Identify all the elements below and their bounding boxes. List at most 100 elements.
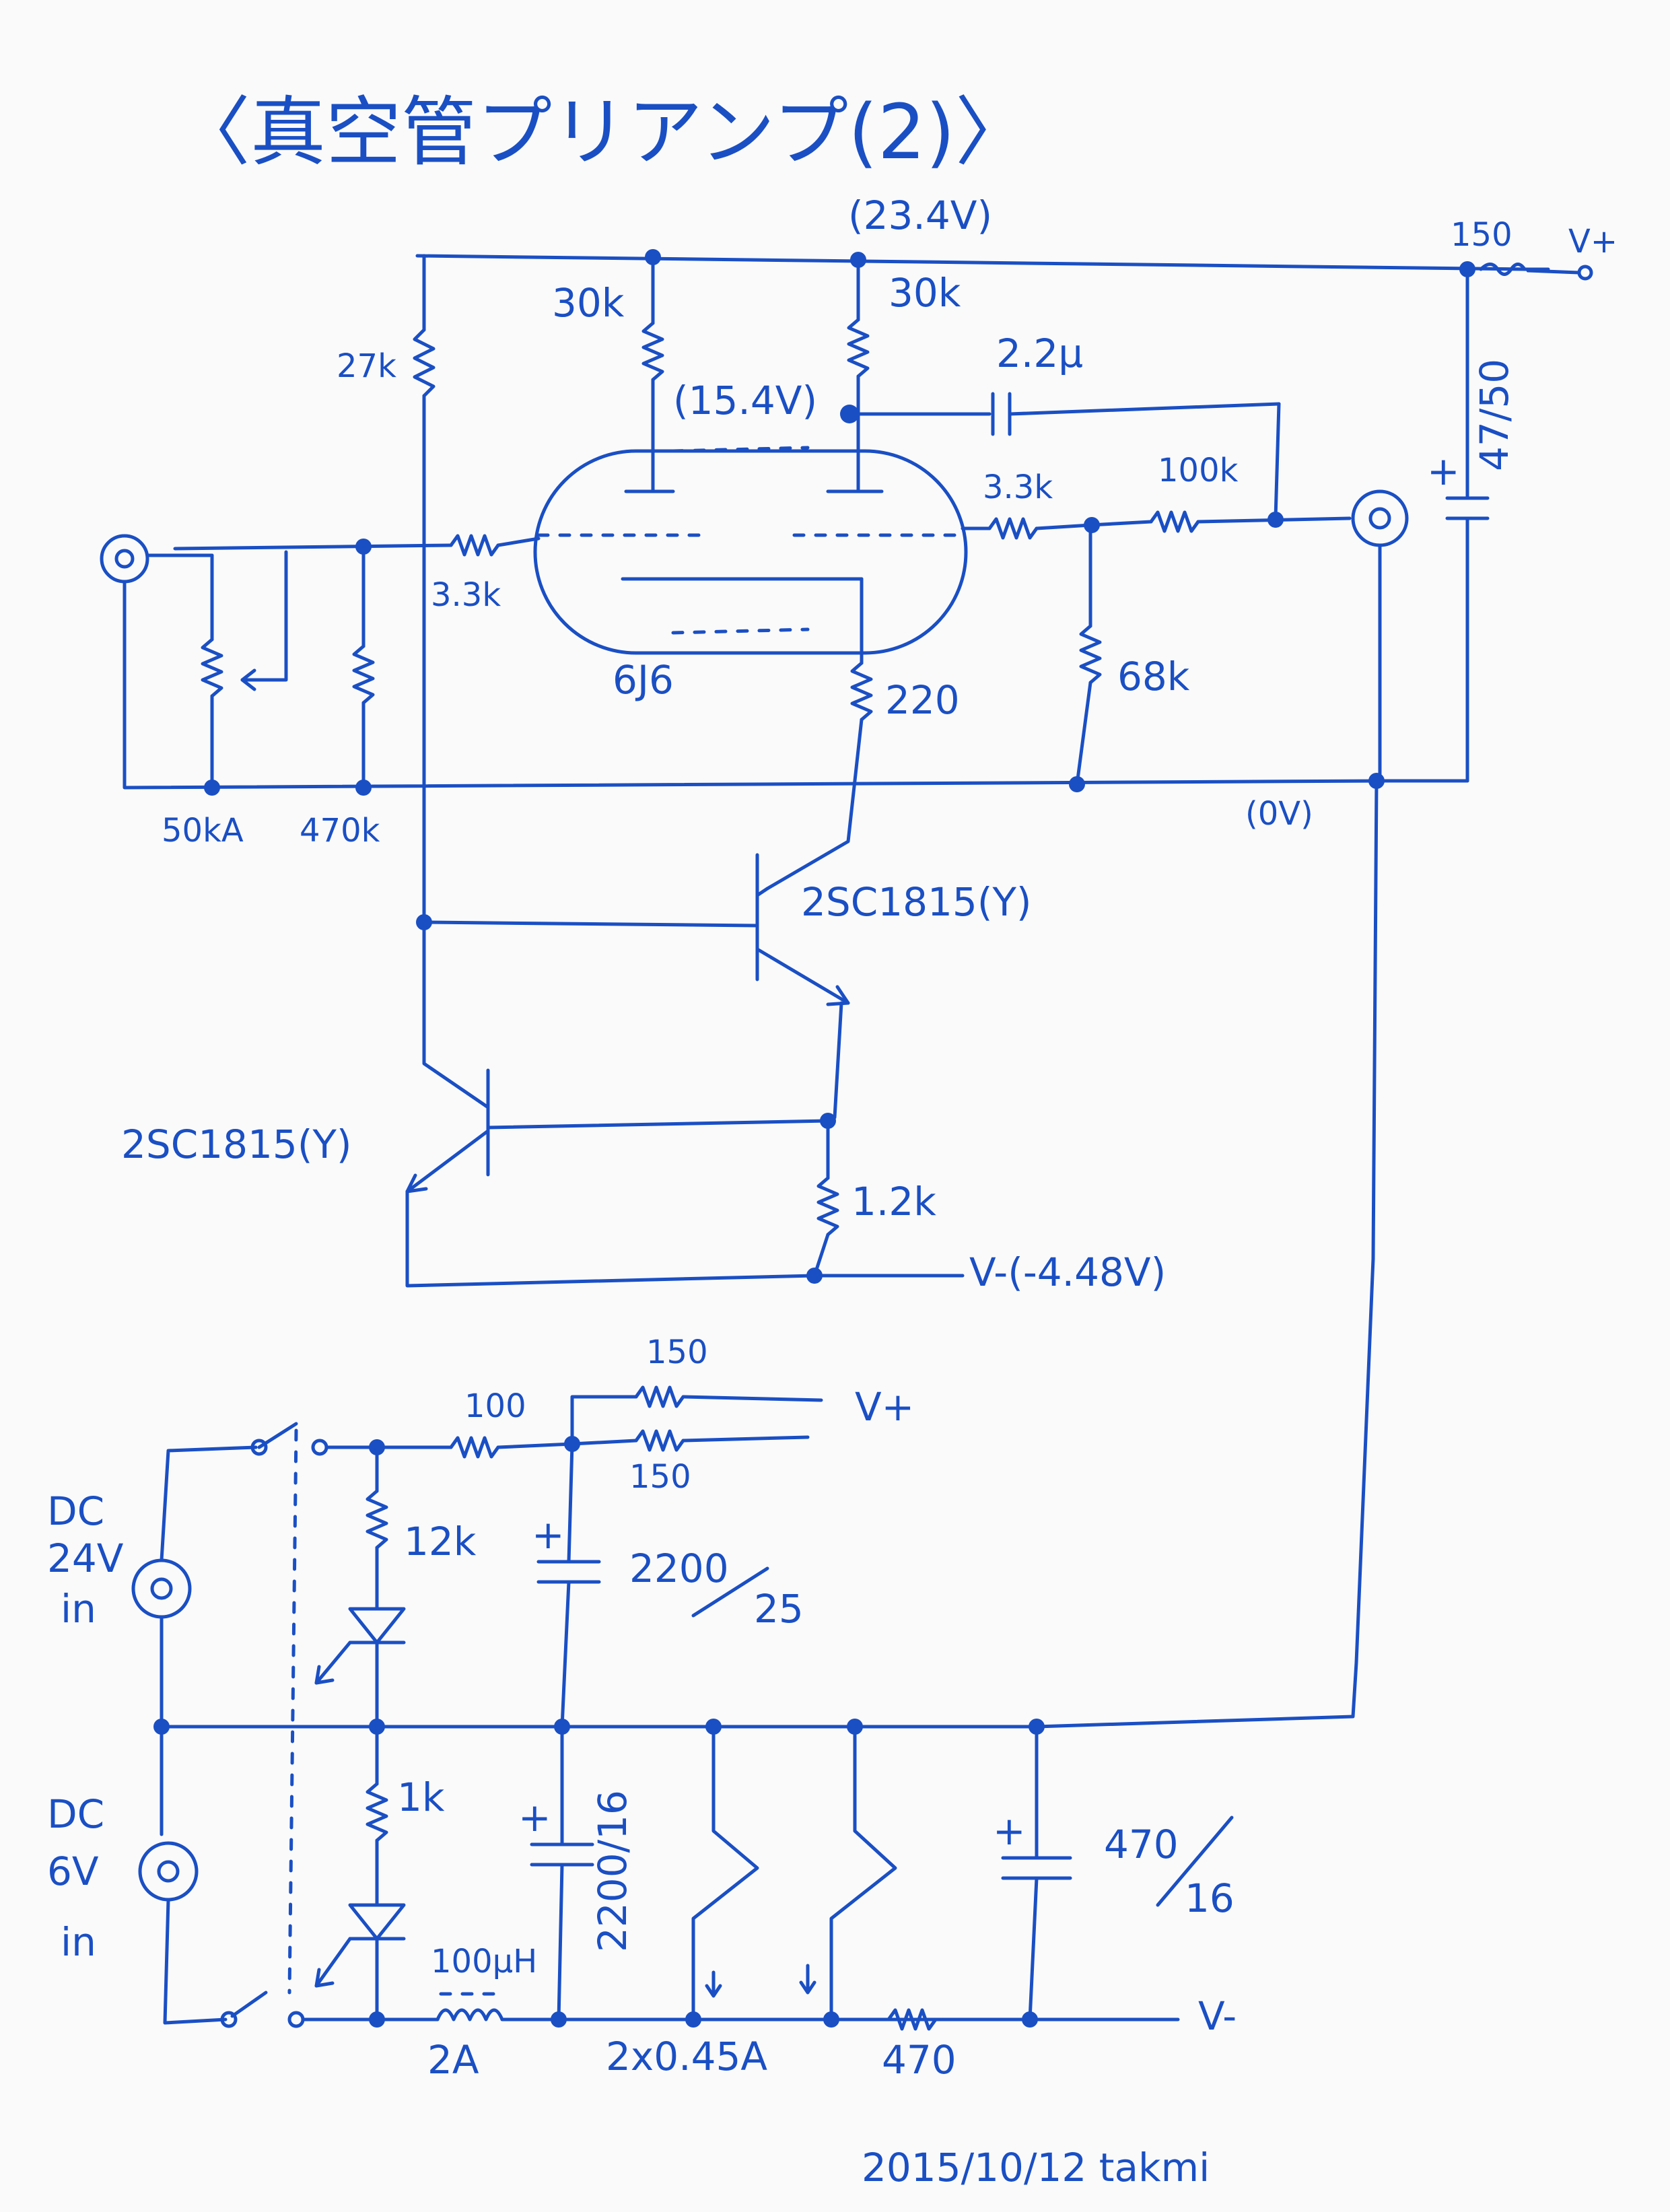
inductor-current-label: 2A bbox=[427, 2037, 479, 2083]
title: 〈真空管プリアンプ(2)〉 bbox=[175, 89, 1031, 176]
v-plus-label: V+ bbox=[1568, 223, 1617, 261]
dc6-label-3: in bbox=[61, 1919, 96, 1965]
tr-lower-label: 2SC1815(Y) bbox=[121, 1121, 352, 1167]
heater-current-label: 2x0.45A bbox=[606, 2034, 767, 2079]
cap-plus-sign: + bbox=[518, 1795, 551, 1840]
plate-voltage-label: (15.4V) bbox=[673, 378, 817, 423]
tube-internal-grids bbox=[536, 446, 965, 635]
resistor-1k-led bbox=[314, 1725, 406, 2021]
junction-dot bbox=[1084, 517, 1100, 533]
cathode-resistor bbox=[765, 631, 873, 891]
r-12k-label: 12k bbox=[404, 1519, 477, 1564]
cap-47-50-label: 47/50 bbox=[1471, 359, 1517, 471]
dc6-label-1: DC bbox=[47, 1791, 104, 1837]
r-68k-label: 68k bbox=[1117, 654, 1190, 699]
cap-plus-sign: + bbox=[532, 1512, 565, 1558]
grid-resistor bbox=[173, 534, 541, 557]
resistor-470k bbox=[352, 545, 375, 790]
resistor-100 bbox=[449, 1436, 574, 1459]
cap-2200-16-label: 2200/16 bbox=[590, 1790, 635, 1952]
b-plus-voltage-label: (23.4V) bbox=[848, 193, 992, 238]
gnd-label: (0V) bbox=[1245, 795, 1313, 833]
r-1k-label: 1k bbox=[397, 1774, 445, 1820]
heater-right bbox=[799, 1725, 897, 2021]
v-minus-voltage-label: V-(-4.48V) bbox=[969, 1249, 1166, 1295]
resistor-27k bbox=[413, 254, 436, 924]
r-470-label: 470 bbox=[882, 2037, 956, 2083]
switch-link bbox=[287, 1428, 298, 1995]
plate-resistor-right bbox=[826, 258, 884, 493]
r-27k-label: 27k bbox=[337, 347, 396, 385]
tube-cathode bbox=[621, 577, 864, 635]
output-jack[interactable] bbox=[1351, 489, 1409, 783]
dc24-label-1: DC bbox=[47, 1488, 104, 1534]
plate-resistor-left bbox=[624, 255, 675, 493]
inductor-100uh bbox=[436, 1992, 1092, 2021]
coupling-capacitor bbox=[847, 392, 1281, 520]
junction-dot bbox=[1267, 512, 1284, 528]
cap-470-16-label-a: 470 bbox=[1104, 1822, 1179, 1867]
junction-dot bbox=[204, 780, 220, 796]
r-30k-right-label: 30k bbox=[889, 270, 961, 316]
cap-plus-sign: + bbox=[993, 1808, 1026, 1854]
tube-label: 6J6 bbox=[613, 657, 674, 703]
cap-470-16 bbox=[1001, 1725, 1072, 2021]
r-out-100k-label: 100k bbox=[1158, 452, 1239, 489]
dc-24v-jack[interactable] bbox=[131, 1558, 192, 1619]
heater-left bbox=[691, 1725, 759, 2021]
cap-2200-25-label-a: 2200 bbox=[629, 1546, 729, 1591]
transistor-upper bbox=[422, 853, 850, 1119]
v-minus-out-label: V- bbox=[1198, 1993, 1237, 2039]
b-plus-rail bbox=[415, 254, 1550, 276]
cap-2200-16 bbox=[530, 1725, 594, 2021]
transistor-lower bbox=[405, 920, 830, 1288]
junction-dot bbox=[551, 2011, 567, 2028]
fraction-slash bbox=[1156, 1816, 1234, 1907]
tr-upper-label: 2SC1815(Y) bbox=[801, 879, 1032, 925]
cap-2200-25 bbox=[536, 1442, 601, 1729]
tube-6j6-envelope bbox=[533, 449, 968, 655]
r-30k-left-label: 30k bbox=[552, 280, 625, 326]
fraction-slash bbox=[691, 1566, 769, 1618]
r-150-b-label: 150 bbox=[629, 1458, 691, 1496]
inductor-label: 100μH bbox=[431, 1943, 537, 1980]
cap-plus-sign: + bbox=[1427, 448, 1460, 494]
dc24-label-2: 24V bbox=[47, 1535, 124, 1581]
ground-return bbox=[1035, 779, 1379, 1729]
r-100-label: 100 bbox=[464, 1387, 526, 1425]
r-220-label: 220 bbox=[885, 677, 960, 723]
resistor-470 bbox=[886, 2008, 1180, 2031]
cap-2200-25-label-b: 25 bbox=[754, 1586, 804, 1632]
r-grid-label: 3.3k bbox=[431, 576, 501, 614]
input-jack[interactable] bbox=[100, 534, 214, 584]
dc24-label-3: in bbox=[61, 1586, 96, 1632]
r-150-a-label: 150 bbox=[646, 1334, 708, 1371]
resistor-12k-led bbox=[314, 1445, 406, 1729]
r-470k-label: 470k bbox=[300, 812, 380, 850]
r-out-3k3-label: 3.3k bbox=[983, 469, 1053, 506]
junction-dot bbox=[153, 1719, 170, 1735]
power-switch-6v[interactable] bbox=[163, 1898, 440, 2028]
dc-6v-jack[interactable] bbox=[138, 1841, 199, 1902]
ground-rail bbox=[123, 267, 1490, 790]
power-switch-24v[interactable] bbox=[160, 1422, 453, 1562]
resistors-150-pair bbox=[570, 1385, 823, 1452]
junction-dot bbox=[1022, 2011, 1038, 2028]
output-network bbox=[961, 510, 1352, 786]
junction-dot bbox=[823, 2011, 839, 2028]
cap-2u2-label: 2.2μ bbox=[996, 331, 1083, 376]
junction-dot bbox=[355, 780, 372, 796]
r-1k2-label: 1.2k bbox=[851, 1179, 936, 1224]
dc6-label-2: 6V bbox=[47, 1848, 99, 1894]
cap-470-16-label-b: 16 bbox=[1185, 1875, 1234, 1921]
v-plus-terminal bbox=[1526, 265, 1593, 281]
junction-dot bbox=[806, 1268, 823, 1284]
r-150-vplus-label: 150 bbox=[1451, 216, 1512, 254]
junction-dot bbox=[685, 2011, 701, 2028]
v-plus-out-label: V+ bbox=[855, 1384, 914, 1430]
volume-potentiometer bbox=[201, 550, 288, 790]
pot-label: 50kA bbox=[162, 812, 244, 850]
date-signature: 2015/10/12 takmi bbox=[862, 2145, 1210, 2190]
